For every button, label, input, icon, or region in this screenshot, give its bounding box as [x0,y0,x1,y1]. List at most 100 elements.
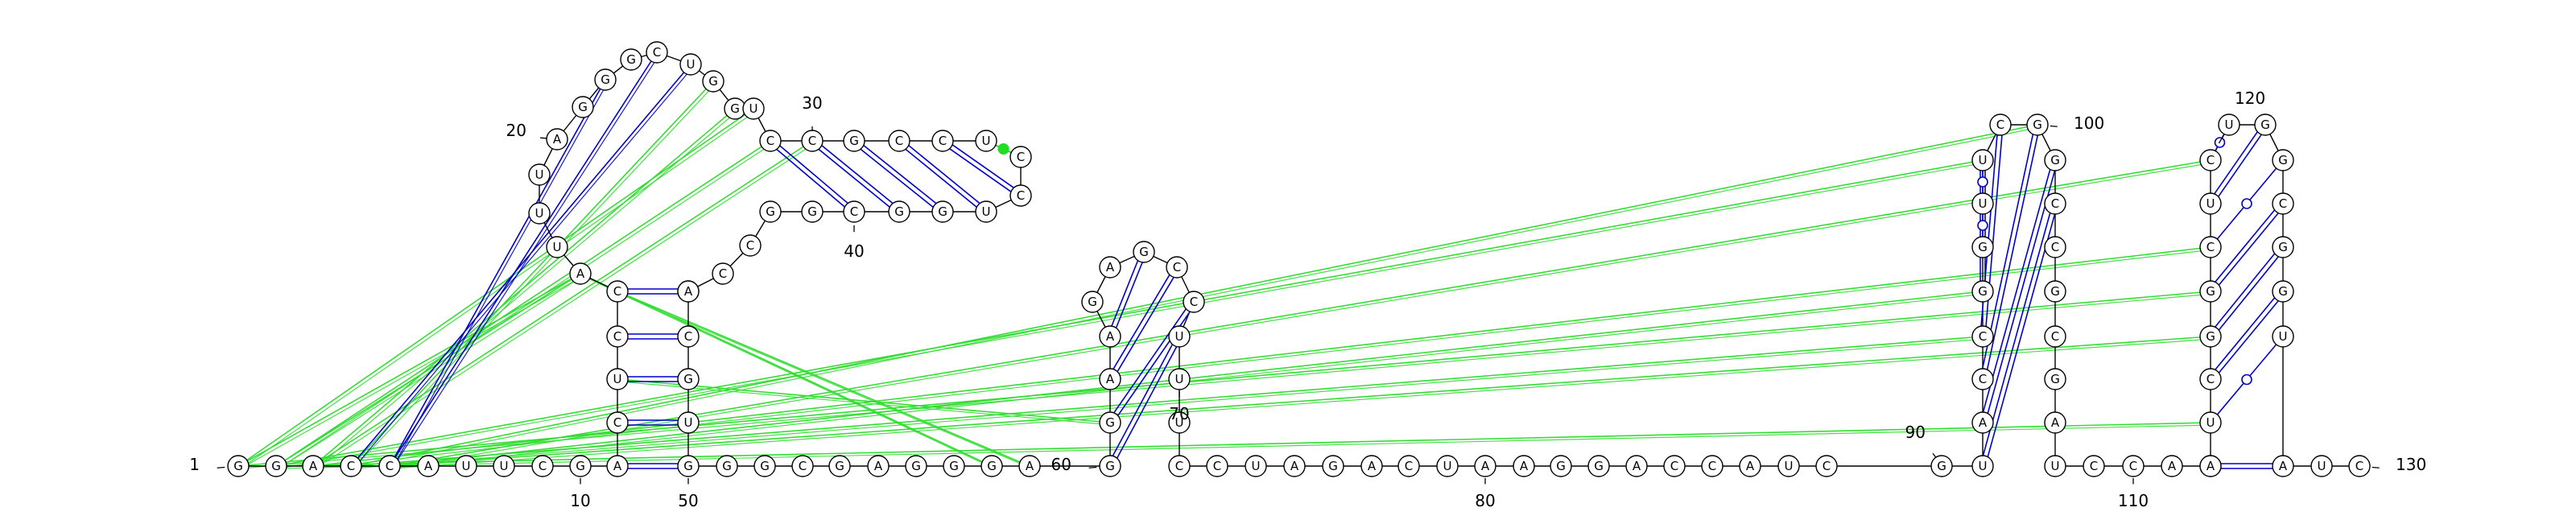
nucleotide-base-letter: A [1026,459,1034,473]
nucleotide-21: G [572,96,594,118]
nucleotide-circle [2272,192,2294,215]
nucleotide-circle [1777,455,1800,477]
nucleotide-base-letter: A [1106,329,1115,344]
tertiary-interaction-line-double [619,381,1113,426]
nucleotide-104: G [2044,280,2066,303]
nucleotide-29: C [759,130,782,152]
base-pair-line [1107,299,1193,422]
nucleotide-base-letter: G [1937,459,1946,473]
nucleotide-circle [2161,455,2183,477]
nucleotide-base-letter: A [2168,459,2177,473]
nucleotide-circle [606,368,629,390]
nucleotide-117: G [2199,280,2222,303]
nucleotide-circle [677,455,700,477]
nucleotide-62: A [1099,368,1121,390]
nucleotide-base-letter: C [1190,295,1198,309]
nucleotide-8: U [493,455,515,477]
nucleotide-17: U [546,236,568,258]
nucleotide-base-letter: U [749,101,758,116]
nucleotide-base-letter: G [2206,284,2215,299]
nucleotide-base-letter: C [613,415,621,430]
nucleotide-circle [2199,236,2222,258]
nucleotide-base-letter: A [309,459,318,473]
nucleotide-base-letter: C [386,459,394,473]
nucleotide-57: G [943,455,965,477]
nucleotide-circle [265,455,287,477]
nucleotide-base-letter: C [2279,196,2287,211]
nucleotide-circle [1971,455,1994,477]
nucleotide-base-letter: U [1979,459,1988,473]
nucleotide-circle [2199,455,2222,477]
tertiary-interaction-line-double [278,424,2214,469]
nucleotide-base-letter: G [949,459,959,473]
position-label-130: 130 [2396,455,2426,474]
position-label-110: 110 [2118,491,2149,510]
tertiary-interaction-line [617,378,1111,423]
nucleotide-base-letter: U [462,459,471,473]
base-pair-line [2211,204,2285,294]
nucleotide-circle [1474,455,1496,477]
nucleotide-24: C [646,41,668,64]
base-pair-line [1984,125,2041,380]
nucleotide-base-letter: G [987,459,997,473]
tertiary-interaction-line [389,52,658,467]
nucleotide-base-letter: G [1105,459,1115,473]
nucleotide-circle [975,130,997,152]
nucleotide-base-letter: C [1175,459,1183,473]
nucleotide-base-letter: C [1996,118,2004,132]
nucleotide-74: U [1245,455,1267,477]
base-pair-line [2208,289,2282,378]
nucleotide-circle [1663,455,1686,477]
nucleotide-circle [2044,455,2066,477]
nucleotide-circle [1701,455,1724,477]
nucleotide-95: G [1971,280,1994,303]
nucleotide-base-letter: A [1979,415,1988,430]
nucleotide-base-letter: G [2278,153,2288,167]
nucleotide-27: G [724,97,746,120]
nucleotide-circle [679,53,702,76]
nucleotide-circle [606,455,629,477]
nucleotide-base-letter: G [2033,118,2042,132]
nucleotide-base-letter: C [613,284,621,299]
nucleotide-circle [378,455,401,477]
nucleotide-circle [1971,411,1994,434]
nucleotide-base-letter: G [835,459,844,473]
nucleotide-base-letter: C [1405,459,1413,473]
tertiary-interaction-line [237,108,754,467]
nucleotide-92: A [1971,411,1994,434]
nucleotide-base-letter: G [1594,459,1604,473]
base-pair-line [1107,250,1142,336]
nucleotide-109: C [2083,455,2105,477]
nucleotide-circle [2026,113,2049,136]
base-pair-line [940,142,1020,199]
position-label-40: 40 [844,241,864,261]
nucleotide-58: G [980,455,1003,477]
nucleotide-20: A [546,128,568,151]
nucleotide-102: C [2044,192,2066,215]
nucleotide-base-letter: G [601,72,610,87]
position-label-80: 80 [1475,491,1495,510]
nucleotide-78: C [1397,455,1420,477]
tertiary-interaction-line [580,273,993,467]
nucleotide-base-letter: C [684,329,692,344]
nucleotide-base-letter: U [982,134,991,148]
nucleotide-43: C [739,234,762,257]
nucleotide-base-letter: A [1106,372,1115,386]
nucleotide-circle [2199,368,2222,390]
number-label-tick [2218,134,2225,144]
nucleotide-91: U [1971,455,1994,477]
nucleotide-base-letter: C [2090,459,2098,473]
nucleotide-base-letter: C [939,134,947,148]
base-pair-line [852,142,942,214]
nucleotide-50: G [677,455,700,477]
nucleotide-101: G [2044,149,2066,171]
nucleotide-base-letter: C [746,238,754,253]
nucleotide-98: U [1971,149,1994,171]
nucleotide-base-letter: C [1670,459,1678,473]
nucleotide-circle [2272,236,2294,258]
nucleotide-circle [2199,411,2222,434]
nucleotide-base-letter: U [1979,196,1988,211]
base-pair-line [1107,335,1179,465]
nucleotide-circle [843,130,865,152]
